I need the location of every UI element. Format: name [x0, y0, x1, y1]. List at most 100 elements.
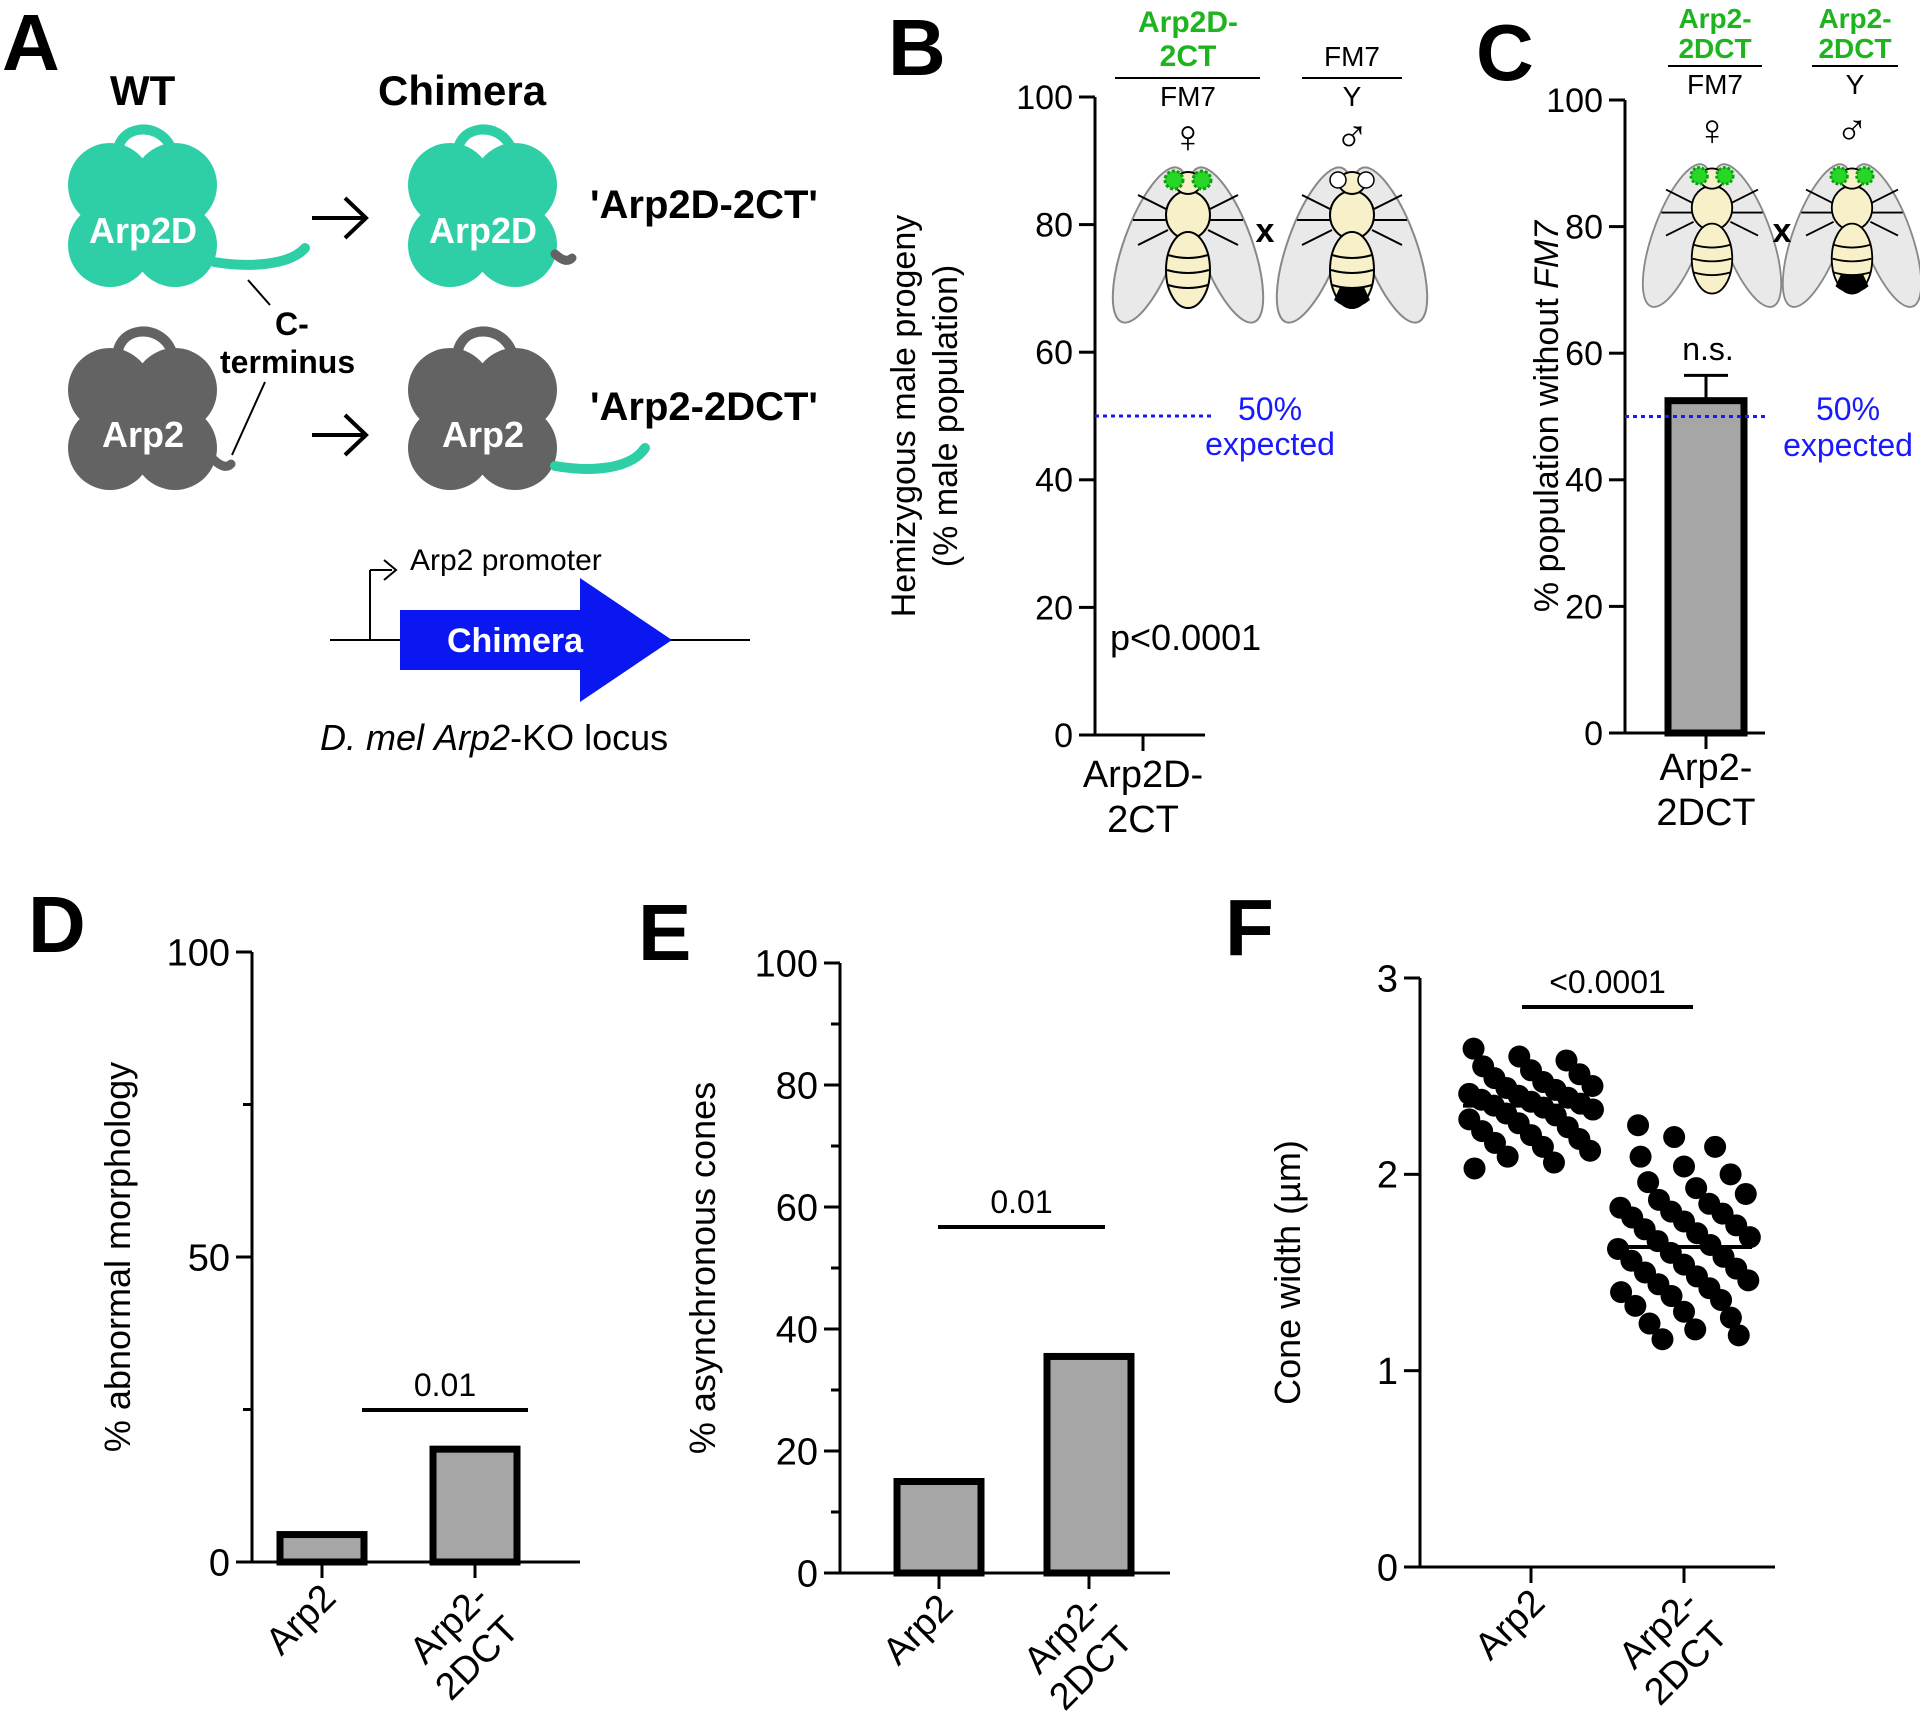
- data-point: [1610, 1281, 1633, 1304]
- expected-label: expected: [1783, 427, 1913, 463]
- p-value-label: p<0.0001: [1110, 617, 1261, 658]
- construct-label: Chimera: [447, 622, 584, 660]
- y-tick-label: 60: [1565, 335, 1603, 373]
- chimera1-name: 'Arp2D-2CT': [590, 183, 818, 227]
- data-point: [1685, 1177, 1708, 1200]
- data-point: [1581, 1074, 1604, 1097]
- data-point: [1555, 1049, 1578, 1072]
- bar: [429, 1445, 521, 1566]
- data-point: [1710, 1288, 1733, 1311]
- data-point: [1738, 1226, 1761, 1249]
- wt-arp2d-protein: Arp2D: [68, 124, 310, 287]
- wt-arp2-protein: Arp2: [68, 326, 236, 490]
- y-axis-label: Hemizygous male progeny: [885, 215, 923, 618]
- arp2-label: Arp2: [102, 414, 184, 455]
- chimera-arp2d-protein: Arp2D: [408, 124, 577, 287]
- data-point: [1579, 1139, 1602, 1162]
- bar: [1664, 397, 1748, 737]
- significance-label: 0.01: [414, 1367, 476, 1403]
- y-tick-label: 60: [1035, 334, 1073, 372]
- data-point: [1627, 1114, 1650, 1137]
- cterminus-label: C-: [275, 306, 309, 342]
- y-tick-label: 80: [1035, 207, 1073, 245]
- data-point: [1531, 1135, 1554, 1158]
- cross-male-y: Y: [1343, 81, 1362, 112]
- male-fly-icon: [1260, 158, 1444, 332]
- data-point: [1581, 1098, 1604, 1121]
- y-tick-label: 0: [1377, 1547, 1398, 1589]
- bar: [1043, 1352, 1135, 1577]
- cross-female-genotype: 2DCT: [1678, 33, 1751, 64]
- panel-letter: A: [2, 0, 60, 87]
- arp2d-label: Arp2D: [89, 210, 197, 251]
- y-tick-label: 3: [1377, 958, 1398, 1000]
- x-category-label: Arp2: [875, 1587, 961, 1673]
- cross-male-y: Y: [1846, 69, 1865, 100]
- data-point: [1727, 1324, 1750, 1347]
- y-tick-label: 0: [797, 1553, 818, 1595]
- y-tick-label: 20: [1565, 588, 1603, 626]
- construct-diagram: Arp2 promoter Chimera: [330, 544, 750, 702]
- y-axis-label: Cone width (µm): [1267, 1140, 1308, 1405]
- data-point: [1463, 1157, 1486, 1180]
- y-tick-label: 80: [776, 1065, 818, 1107]
- y-tick-label: 40: [776, 1309, 818, 1351]
- arp2d-label: Arp2D: [429, 210, 537, 251]
- cross-female-genotype: 2CT: [1160, 40, 1217, 73]
- x-category-label: Arp2D-: [1083, 754, 1203, 796]
- data-point: [1737, 1269, 1760, 1292]
- cross-male-genotype: Arp2-: [1818, 3, 1891, 34]
- arrow-icon: [312, 413, 369, 457]
- y-tick-label: 0: [209, 1542, 230, 1584]
- data-point: [1638, 1312, 1661, 1335]
- y-tick-label: 2: [1377, 1155, 1398, 1197]
- expected-label: 50%: [1238, 391, 1302, 427]
- bar: [893, 1478, 985, 1577]
- y-tick-label: 60: [776, 1187, 818, 1229]
- y-tick-label: 0: [1584, 715, 1603, 753]
- cross-female-balancer: FM7: [1160, 81, 1216, 112]
- x-category-label: Arp2: [258, 1577, 344, 1663]
- chimera-heading: Chimera: [378, 67, 547, 114]
- y-tick-label: 80: [1565, 209, 1603, 247]
- cross-female-genotype: Arp2-: [1678, 3, 1751, 34]
- male-symbol-icon: ♂: [1335, 110, 1370, 162]
- y-tick-label: 100: [755, 943, 818, 985]
- data-point: [1704, 1135, 1727, 1158]
- y-tick-label: 100: [1546, 82, 1603, 120]
- data-point: [1462, 1037, 1485, 1060]
- expected-label: 50%: [1816, 391, 1880, 427]
- panel-letter: E: [638, 888, 691, 977]
- x-category-label: 2DCT: [1656, 792, 1755, 834]
- chimera-arp2-protein: Arp2: [408, 326, 650, 490]
- wt-heading: WT: [110, 67, 176, 114]
- data-point: [1624, 1294, 1647, 1317]
- cross-symbol: x: [1256, 212, 1275, 250]
- expected-label: expected: [1205, 426, 1335, 462]
- y-tick-label: 40: [1565, 462, 1603, 500]
- y-tick-label: 20: [1035, 589, 1073, 627]
- data-point: [1673, 1300, 1695, 1323]
- data-point: [1719, 1163, 1742, 1186]
- y-axis-label: % asynchronous cones: [682, 1082, 723, 1454]
- cross-female-balancer: FM7: [1687, 69, 1743, 100]
- cross-symbol: x: [1773, 212, 1792, 250]
- y-tick-label: 100: [1016, 79, 1073, 117]
- female-fly-icon: [1096, 158, 1280, 332]
- data-point: [1637, 1171, 1660, 1194]
- data-point: [1496, 1145, 1519, 1168]
- data-point: [1663, 1126, 1686, 1149]
- female-symbol-icon: ♀: [1696, 106, 1729, 155]
- y-tick-label: 1: [1377, 1351, 1398, 1393]
- y-axis-label: % abnormal morphology: [97, 1062, 138, 1452]
- y-axis-label: (% male population): [927, 265, 965, 567]
- y-tick-label: 40: [1035, 462, 1073, 500]
- panel-letter: D: [28, 880, 86, 969]
